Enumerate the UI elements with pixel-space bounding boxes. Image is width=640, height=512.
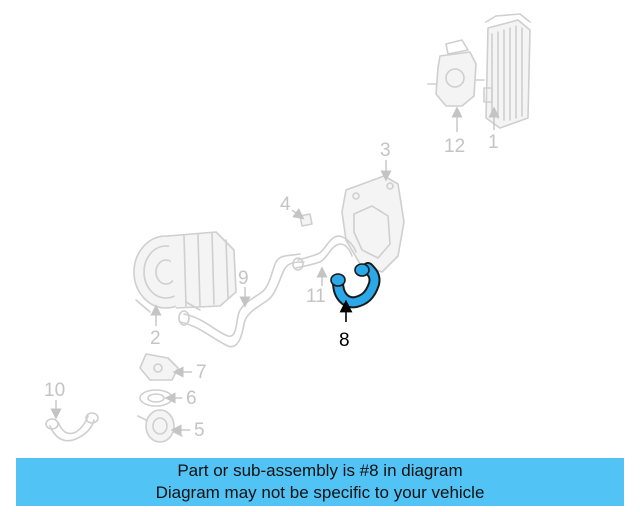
callout-8: 8 <box>339 330 350 351</box>
part-1-cooler <box>483 13 531 129</box>
banner-line-1: Part or sub-assembly is #8 in diagram <box>177 461 463 480</box>
callout-11: 11 <box>306 286 326 307</box>
part-10-pipe <box>45 412 99 442</box>
callout-3: 3 <box>380 140 391 161</box>
leader-lines <box>50 106 500 436</box>
part-12-valve <box>427 39 485 107</box>
callout-5: 5 <box>194 420 205 441</box>
info-banner: Part or sub-assembly is #8 in diagram Di… <box>16 458 624 506</box>
part-4-fastener <box>299 213 313 227</box>
part-11-hose <box>292 235 357 271</box>
part-6-gasket <box>139 389 173 407</box>
part-3-bracket <box>341 175 405 273</box>
callout-4: 4 <box>280 194 291 215</box>
banner-line-2: Diagram may not be specific to your vehi… <box>155 483 485 502</box>
callout-6: 6 <box>186 388 197 409</box>
callout-9: 9 <box>238 268 249 289</box>
callout-7: 7 <box>196 362 207 383</box>
part-5-valve <box>137 409 183 443</box>
callout-10: 10 <box>44 380 65 401</box>
callout-1: 1 <box>488 132 499 153</box>
part-7-flange <box>139 353 179 381</box>
part-2-air-pump <box>133 231 237 313</box>
part-8-hose-highlighted <box>330 262 381 309</box>
callout-2: 2 <box>150 328 161 349</box>
callout-12: 12 <box>444 136 465 157</box>
